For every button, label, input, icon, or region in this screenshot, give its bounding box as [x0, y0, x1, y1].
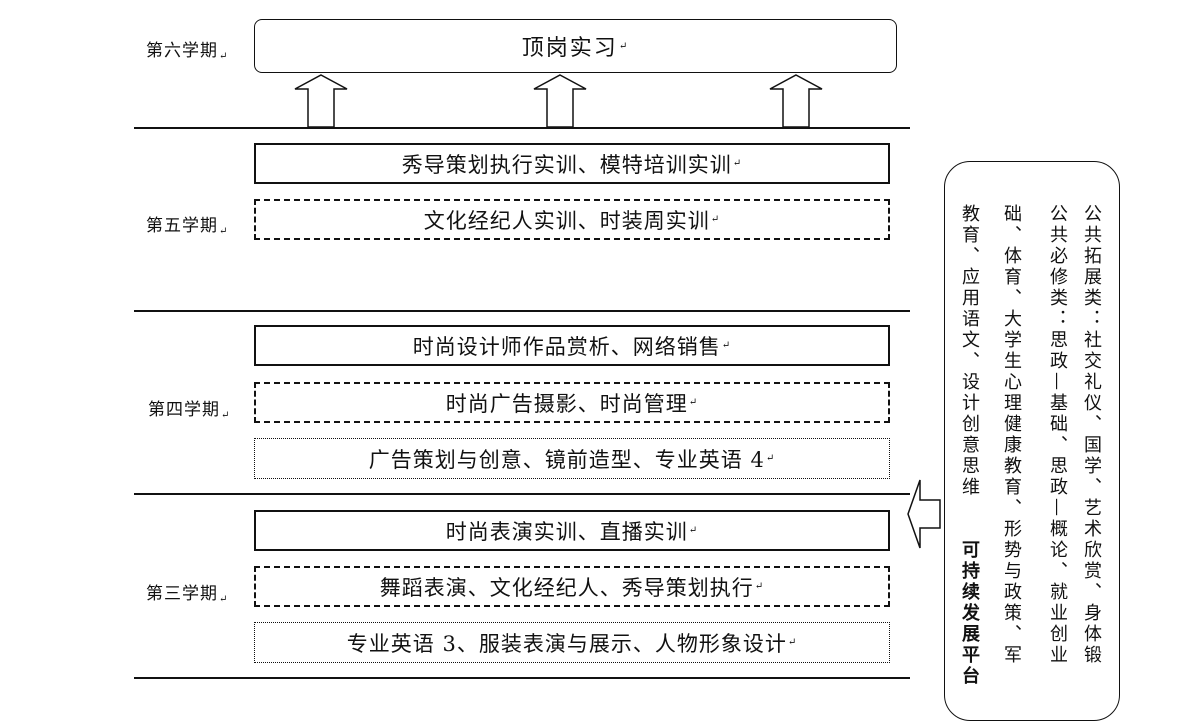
- return-mark: ↵: [787, 637, 798, 648]
- semester-divider: [134, 493, 910, 495]
- return-mark: ↵: [618, 40, 630, 52]
- left-arrow-icon: [907, 479, 941, 549]
- up-arrow-icon: [294, 74, 348, 128]
- semester-divider: [134, 310, 910, 312]
- return-mark: ↵: [732, 158, 743, 169]
- semester-label-3: 第三学期↵: [146, 584, 229, 605]
- return-mark: ↵: [710, 214, 721, 225]
- semester-label-6: 第六学期↵: [146, 41, 229, 62]
- public-extension-courses: 公共拓展类：社交礼仪、国学、艺术欣赏、身体锻: [1081, 204, 1102, 666]
- sustainable-development-panel: 公共拓展类：社交礼仪、国学、艺术欣赏、身体锻 公共必修类：思政—基础、思政—概论…: [944, 161, 1120, 721]
- s4-elective-course-box: 时尚广告摄影、时尚管理↵: [254, 382, 890, 423]
- s4-practical-course-box: 时尚设计师作品赏析、网络销售↵: [254, 325, 890, 366]
- return-mark: ↵: [219, 226, 229, 237]
- s5-elective-course-box: 文化经纪人实训、时装周实训↵: [254, 199, 890, 240]
- public-required-courses-cont: 础、体育、大学生心理健康教育、形势与政策、军: [1001, 204, 1022, 666]
- return-mark: ↵: [688, 525, 699, 536]
- up-arrow-icon: [769, 74, 823, 128]
- return-mark: ↵: [219, 51, 229, 62]
- s3-practical-course-box: 时尚表演实训、直播实训↵: [254, 510, 890, 551]
- s5-practical-course-box: 秀导策划执行实训、模特培训实训↵: [254, 143, 890, 184]
- up-arrow-icon: [533, 74, 587, 128]
- semester-divider: [134, 127, 910, 129]
- public-required-courses: 公共必修类：思政—基础、思政—概论、就业创业: [1047, 204, 1068, 666]
- return-mark: ↵: [721, 340, 732, 351]
- return-mark: ↵: [754, 581, 765, 592]
- return-mark: ↵: [219, 594, 229, 605]
- semester-divider: [134, 677, 910, 679]
- semester-label-5: 第五学期↵: [146, 216, 229, 237]
- public-required-courses-end: 教育、应用语文、设计创意思维: [959, 204, 980, 498]
- platform-title: 可持续发展平台: [959, 540, 980, 687]
- s3-core-course-box: 专业英语 3、服装表演与展示、人物形象设计↵: [254, 622, 890, 663]
- return-mark: ↵: [765, 453, 776, 464]
- semester-label-4: 第四学期↵: [148, 400, 231, 421]
- return-mark: ↵: [688, 397, 699, 408]
- s3-elective-course-box: 舞蹈表演、文化经纪人、秀导策划执行↵: [254, 566, 890, 607]
- return-mark: ↵: [221, 410, 231, 421]
- s4-core-course-box: 广告策划与创意、镜前造型、专业英语 4↵: [254, 438, 890, 479]
- internship-box: 顶岗实习↵: [254, 19, 897, 73]
